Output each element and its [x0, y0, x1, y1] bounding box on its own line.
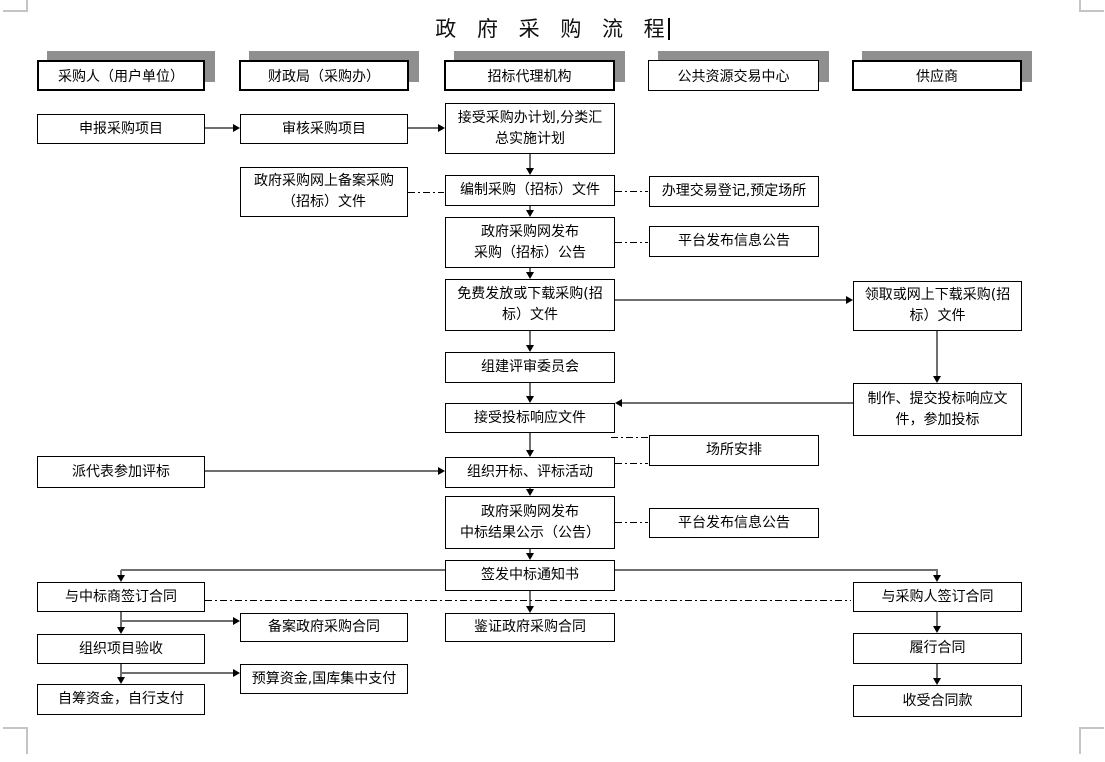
connector-line [529, 154, 531, 168]
arrowhead-down [933, 376, 941, 383]
node-prepare-submit-bid-response[interactable]: 制作、提交投标响应文 件，参加投标 [853, 383, 1022, 436]
connector-line [529, 433, 531, 451]
arrowhead-right [233, 617, 240, 625]
arrowhead-down [117, 627, 125, 634]
node-issue-winning-notice[interactable]: 签发中标通知书 [445, 560, 615, 591]
node-distribute-bidding-documents[interactable]: 免费发放或下载采购(招 标）文件 [445, 279, 615, 331]
node-prepare-bidding-documents[interactable]: 编制采购（招标）文件 [445, 175, 615, 206]
text-cursor [667, 18, 670, 40]
node-receive-bid-response-documents[interactable]: 接受投标响应文件 [445, 403, 615, 433]
arrowhead-down [526, 553, 534, 560]
node-file-government-procurement-contract[interactable]: 备案政府采购合同 [240, 613, 408, 642]
arrowhead-right [846, 296, 853, 304]
connector-line [936, 664, 938, 679]
node-sign-contract-with-winning-bidder[interactable]: 与中标商签订合同 [37, 582, 205, 612]
column-header-bidding-agency[interactable]: 招标代理机构 [444, 60, 615, 91]
arrowhead-down [526, 450, 534, 457]
connector-line [936, 570, 938, 576]
node-organize-bid-opening-and-evaluation[interactable]: 组织开标、评标活动 [445, 457, 615, 488]
column-header-trading-center[interactable]: 公共资源交易中心 [648, 60, 819, 91]
margin-mark-bottom-right [1079, 727, 1104, 754]
connector-line [205, 127, 233, 129]
arrowhead-right [438, 467, 445, 475]
node-venue-arrangement[interactable]: 场所安排 [649, 435, 819, 466]
node-online-filing-of-bidding-documents[interactable]: 政府采购网上备案采购 （招标）文件 [240, 167, 408, 217]
node-review-procurement-project[interactable]: 审核采购项目 [240, 114, 408, 144]
node-send-representative-to-bid-evaluation[interactable]: 派代表参加评标 [37, 456, 205, 488]
margin-mark-bottom-left [3, 727, 28, 754]
connector-line [120, 570, 122, 576]
connector-line [121, 620, 233, 622]
dashdot-link [205, 600, 851, 601]
connector-line [615, 569, 938, 571]
margin-mark-top-left [3, 0, 28, 12]
page-title-text: 政 府 采 购 流 程 [435, 17, 672, 41]
column-header-finance-bureau[interactable]: 财政局（采购办） [239, 60, 409, 91]
node-perform-contract[interactable]: 履行合同 [853, 633, 1022, 664]
node-self-raised-funds-self-payment[interactable]: 自筹资金，自行支付 [37, 684, 205, 715]
node-receive-procurement-plan[interactable]: 接受采购办计划,分类汇 总实施计划 [445, 103, 615, 154]
connector-line [121, 672, 233, 674]
connector-line [936, 331, 938, 377]
node-platform-info-announcement-2[interactable]: 平台发布信息公告 [649, 508, 819, 538]
arrowhead-down [526, 272, 534, 279]
connector-line [529, 591, 531, 607]
node-form-evaluation-committee[interactable]: 组建评审委员会 [445, 352, 615, 383]
dashdot-link [611, 437, 649, 438]
arrowhead-down [526, 210, 534, 217]
connector-line [408, 127, 438, 129]
arrowhead-right [438, 124, 445, 132]
dashdot-link [615, 242, 648, 243]
connector-line [615, 299, 846, 301]
connector-line [529, 206, 531, 211]
node-declare-procurement-project[interactable]: 申报采购项目 [37, 114, 205, 144]
connector-line [121, 569, 445, 571]
arrowhead-down [526, 396, 534, 403]
connector-line [529, 383, 531, 397]
dashdot-link [615, 463, 648, 464]
node-organize-project-acceptance[interactable]: 组织项目验收 [37, 634, 205, 664]
node-transaction-registration-venue-booking[interactable]: 办理交易登记,预定场所 [649, 176, 819, 207]
connector-line [529, 268, 531, 273]
arrowhead-down [933, 678, 941, 685]
node-sign-contract-with-purchaser[interactable]: 与采购人签订合同 [853, 582, 1022, 612]
node-publish-winning-result[interactable]: 政府采购网发布 中标结果公示（公告） [445, 496, 615, 549]
arrowhead-down [526, 606, 534, 613]
arrowhead-down [933, 575, 941, 582]
arrowhead-right [233, 124, 240, 132]
node-budget-funds-treasury-payment[interactable]: 预算资金,国库集中支付 [240, 664, 408, 694]
dashdot-link [615, 191, 648, 192]
dashdot-link [615, 522, 648, 523]
connector-line [529, 549, 531, 554]
column-header-supplier[interactable]: 供应商 [852, 60, 1022, 91]
node-certify-procurement-contract[interactable]: 鉴证政府采购合同 [445, 613, 615, 642]
arrowhead-down [526, 489, 534, 496]
connector-line [622, 402, 853, 404]
node-publish-procurement-announcement[interactable]: 政府采购网发布 采购（招标）公告 [445, 217, 615, 268]
node-obtain-bidding-documents[interactable]: 领取或网上下载采购(招 标）文件 [853, 281, 1022, 331]
arrowhead-down [526, 345, 534, 352]
column-header-purchaser[interactable]: 采购人（用户单位） [37, 60, 205, 91]
arrowhead-down [526, 168, 534, 175]
dashdot-link [408, 192, 444, 193]
connector-line [120, 664, 122, 678]
connector-line [529, 331, 531, 346]
margin-mark-top-right [1079, 0, 1104, 12]
arrowhead-left [615, 399, 622, 407]
connector-line [205, 470, 438, 472]
arrowhead-right [233, 669, 240, 677]
page-title[interactable]: 政 府 采 购 流 程 [0, 13, 1105, 43]
arrowhead-down [933, 626, 941, 633]
connector-line [936, 612, 938, 627]
arrowhead-down [117, 677, 125, 684]
node-receive-contract-payment[interactable]: 收受合同款 [853, 685, 1022, 717]
arrowhead-down [117, 575, 125, 582]
node-platform-info-announcement-1[interactable]: 平台发布信息公告 [649, 226, 819, 257]
